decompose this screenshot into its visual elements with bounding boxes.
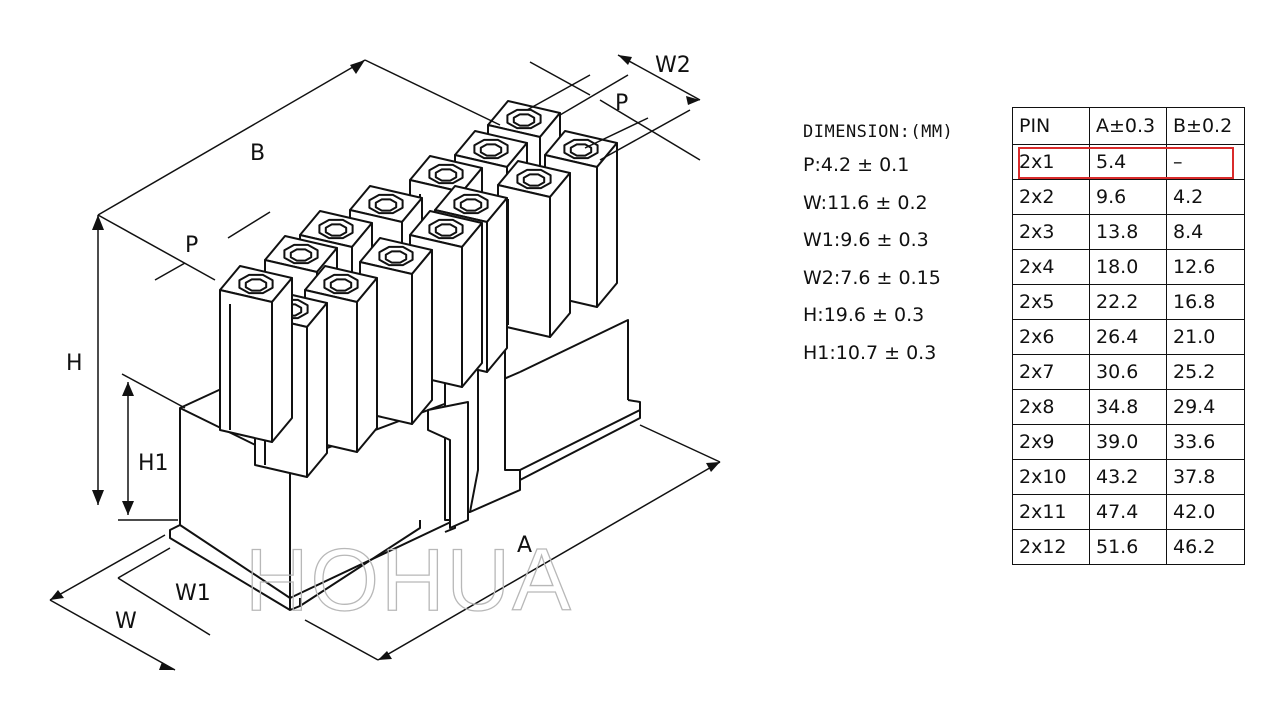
dimension-lines [49,54,721,671]
header-a: A±0.3 [1089,107,1167,145]
watermark: HOHUA [245,530,573,629]
dimension-title: DIMENSION:(MM) [803,122,954,142]
cell-b: 37.8 [1166,459,1245,495]
cell-b: 29.4 [1166,389,1245,425]
cell-pin: 2x2 [1012,179,1090,215]
cell-a: 47.4 [1089,494,1167,530]
cell-a: 51.6 [1089,529,1167,565]
label-a: A [517,533,532,558]
highlight-box [1018,147,1234,179]
cell-a: 26.4 [1089,319,1167,355]
cell-pin: 2x3 [1012,214,1090,250]
cell-pin: 2x9 [1012,424,1090,460]
dimension-h1: H1:10.7 ± 0.3 [803,341,937,364]
label-w1: W1 [175,581,211,606]
cell-pin: 2x12 [1012,529,1090,565]
cell-b: 16.8 [1166,284,1245,320]
cell-pin: 2x1 [1012,144,1090,180]
dimension-w2: W2:7.6 ± 0.15 [803,266,941,289]
cell-b: 46.2 [1166,529,1245,565]
label-h: H [66,351,83,376]
connector-drawing: HOHUA B P P W2 H H1 W W1 A [49,53,721,671]
cell-pin: 2x8 [1012,389,1090,425]
cell-pin: 2x10 [1012,459,1090,495]
cell-a: 9.6 [1089,179,1167,215]
cell-b: – [1166,144,1245,180]
cell-pin: 2x4 [1012,249,1090,285]
pin-tower [497,160,571,338]
cell-a: 30.6 [1089,354,1167,390]
cell-a: 22.2 [1089,284,1167,320]
label-p-top: P [615,91,628,116]
pin-towers [219,100,618,478]
cell-b: 4.2 [1166,179,1245,215]
cell-pin: 2x5 [1012,284,1090,320]
dimension-w1: W1:9.6 ± 0.3 [803,229,929,251]
label-b: B [250,141,265,166]
cell-pin: 2x7 [1012,354,1090,390]
cell-a: 13.8 [1089,214,1167,250]
cell-a: 5.4 [1089,144,1167,180]
label-w2: W2 [655,53,691,78]
cell-pin: 2x11 [1012,494,1090,530]
pin-tower [219,265,293,443]
cell-b: 33.6 [1166,424,1245,460]
dimension-arrows [50,55,720,670]
cell-a: 39.0 [1089,424,1167,460]
label-w: W [115,609,137,634]
dimension-list: DIMENSION:(MM) P:4.2 ± 0.1 W:11.6 ± 0.2 … [803,122,953,379]
cell-a: 43.2 [1089,459,1167,495]
cell-a: 18.0 [1089,249,1167,285]
dimension-p: P:4.2 ± 0.1 [803,154,910,176]
cell-pin: 2x6 [1012,319,1090,355]
cell-b: 21.0 [1166,319,1245,355]
dimension-w: W:11.6 ± 0.2 [803,191,928,214]
cell-b: 12.6 [1166,249,1245,285]
header-b: B±0.2 [1166,107,1245,145]
cell-a: 34.8 [1089,389,1167,425]
table-header-row: PIN A±0.3 B±0.2 [1012,107,1245,145]
cell-b: 42.0 [1166,494,1245,530]
header-pin: PIN [1012,107,1090,145]
dimension-h: H:19.6 ± 0.3 [803,304,925,326]
cell-b: 8.4 [1166,214,1245,250]
label-p-left: P [185,233,198,258]
label-h1: H1 [138,451,169,476]
cell-b: 25.2 [1166,354,1245,390]
